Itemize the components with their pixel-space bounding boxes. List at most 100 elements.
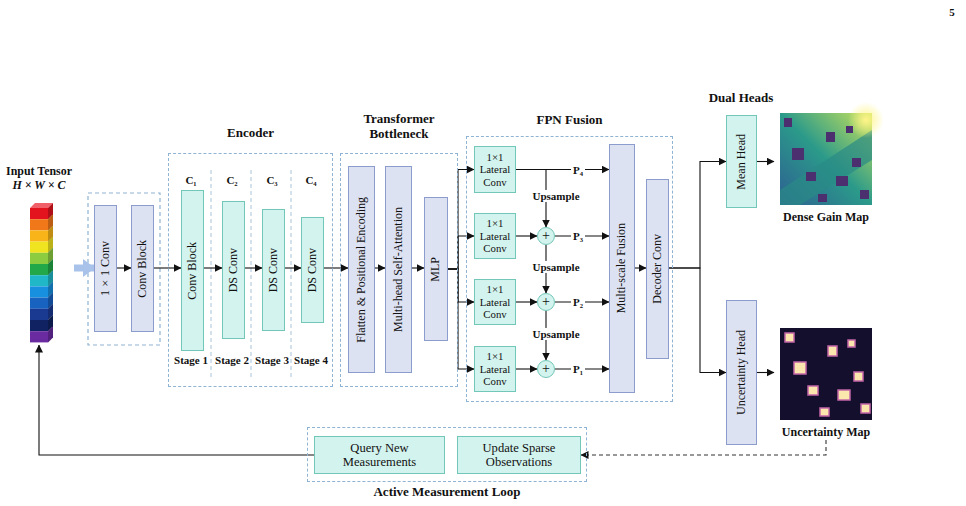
node-text: DS Conv bbox=[306, 248, 320, 292]
node-text: 1×1 Conv bbox=[99, 241, 113, 296]
node-text: + bbox=[542, 229, 550, 243]
loop-step-box: Update Sparse Observations bbox=[457, 436, 581, 474]
group-box: EncoderConv BlockDS ConvDS ConvDS Conv bbox=[168, 153, 333, 387]
process-box: Multi-scale Fusion bbox=[609, 144, 635, 393]
stage-label: Stage 2 bbox=[215, 354, 249, 366]
dense-gain-map-image bbox=[780, 102, 884, 205]
feature-label: C₂ bbox=[226, 174, 237, 186]
process-box: DS Conv bbox=[262, 209, 285, 331]
node-text: Uncertainty Map bbox=[782, 426, 870, 440]
group-heading: Active Measurement Loop bbox=[308, 485, 586, 500]
process-box: DS Conv bbox=[222, 201, 245, 339]
edge-label: P₃ bbox=[571, 230, 585, 242]
feature-label: C₃ bbox=[266, 174, 277, 186]
node-text: Update Sparse Observations bbox=[458, 441, 580, 470]
connector bbox=[516, 368, 537, 369]
node-text: 1×1 Lateral Conv bbox=[475, 283, 515, 320]
node-text: + bbox=[542, 362, 550, 376]
node-text: MLP bbox=[429, 257, 443, 282]
lateral-conv-box: 1×1 Lateral Conv bbox=[474, 146, 516, 193]
loop-step-box: Query New Measurements bbox=[314, 436, 445, 474]
node-text: Conv Block bbox=[186, 242, 200, 300]
node-text: 1×1 Lateral Conv bbox=[475, 350, 515, 387]
connector bbox=[581, 440, 826, 455]
node-text: Input Tensor bbox=[6, 165, 72, 179]
process-box: 1×1 Conv bbox=[94, 205, 117, 332]
process-box: Multi-head Self-Attention bbox=[385, 166, 412, 373]
connector bbox=[324, 267, 348, 268]
node-text: Multi-head Self-Attention bbox=[392, 207, 406, 332]
feature-label: C₄ bbox=[305, 174, 316, 186]
stage-label: Stage 1 bbox=[174, 354, 208, 366]
input-tensor: Input TensorH × W × C bbox=[4, 165, 74, 345]
group-box: Active Measurement LoopQuery New Measure… bbox=[307, 427, 587, 482]
lateral-conv-box: 1×1 Lateral Conv bbox=[474, 213, 516, 259]
connector bbox=[516, 301, 537, 302]
sum-node: + bbox=[537, 227, 555, 245]
edge-label: Upsample bbox=[530, 261, 581, 273]
process-box: Conv Block bbox=[131, 205, 154, 332]
node-text: Decoder Conv bbox=[651, 234, 665, 304]
edge-label: P₂ bbox=[571, 296, 585, 308]
node-text: Uncertainty Head bbox=[735, 330, 749, 415]
group-heading: Encoder bbox=[169, 126, 332, 141]
node-text: Conv Block bbox=[136, 240, 150, 298]
edge-label: Upsample bbox=[530, 190, 581, 202]
connector bbox=[757, 161, 774, 162]
stage-label: Stage 4 bbox=[294, 354, 328, 366]
connector bbox=[448, 170, 474, 270]
tensor-stack bbox=[30, 203, 53, 342]
process-box: Uncertainty Head bbox=[726, 300, 757, 445]
output-map: Dense Gain Map bbox=[774, 113, 878, 225]
group-heading: FPN Fusion bbox=[467, 113, 672, 128]
connector bbox=[412, 267, 424, 268]
process-box: Decoder Conv bbox=[646, 179, 669, 359]
node-text: H × W × C bbox=[12, 179, 65, 193]
connector bbox=[448, 269, 474, 369]
node-text: Query New Measurements bbox=[315, 441, 444, 470]
connector bbox=[669, 268, 726, 373]
node-text: Flatten & Positional Encoding bbox=[355, 197, 369, 343]
edge-label: Upsample bbox=[530, 327, 581, 339]
group-heading: Transformer Bottleneck bbox=[341, 112, 457, 142]
connector bbox=[39, 345, 314, 455]
connector bbox=[74, 265, 94, 272]
sum-node: + bbox=[537, 360, 555, 378]
output-map: Uncertainty Map bbox=[774, 328, 878, 440]
node-text: Mean Head bbox=[735, 134, 749, 190]
connector bbox=[669, 162, 726, 269]
lateral-conv-box: 1×1 Lateral Conv bbox=[474, 279, 516, 325]
node-text: 1×1 Lateral Conv bbox=[475, 151, 515, 188]
node-text: DS Conv bbox=[267, 248, 281, 292]
edge-label: P₄ bbox=[571, 163, 585, 175]
node-text: Multi-scale Fusion bbox=[615, 223, 629, 313]
connector bbox=[204, 267, 222, 268]
stem-group bbox=[88, 193, 160, 345]
process-box: DS Conv bbox=[301, 217, 324, 323]
process-box: MLP bbox=[424, 197, 448, 341]
lateral-conv-box: 1×1 Lateral Conv bbox=[474, 346, 516, 392]
connector bbox=[285, 267, 301, 268]
process-box: Conv Block bbox=[181, 190, 204, 351]
connector bbox=[375, 267, 385, 268]
uncertainty-map-image bbox=[780, 328, 872, 420]
sum-node: + bbox=[537, 293, 555, 311]
connector bbox=[448, 269, 474, 302]
connector bbox=[245, 267, 262, 268]
connector bbox=[117, 267, 131, 268]
process-box: Mean Head bbox=[726, 115, 757, 208]
group-box: Transformer BottleneckFlatten & Position… bbox=[340, 153, 458, 387]
node-text: + bbox=[542, 295, 550, 309]
page-number: 5 bbox=[949, 6, 955, 18]
connector bbox=[635, 267, 646, 268]
connector bbox=[516, 235, 537, 236]
feature-label: C₁ bbox=[185, 174, 196, 186]
section-heading: Dual Heads bbox=[709, 90, 774, 106]
edge-label: P₁ bbox=[571, 363, 585, 375]
node-text: DS Conv bbox=[227, 248, 241, 292]
process-box: Flatten & Positional Encoding bbox=[348, 166, 375, 373]
connector bbox=[757, 372, 774, 373]
node-text: Dense Gain Map bbox=[783, 211, 869, 225]
connector bbox=[448, 236, 474, 269]
